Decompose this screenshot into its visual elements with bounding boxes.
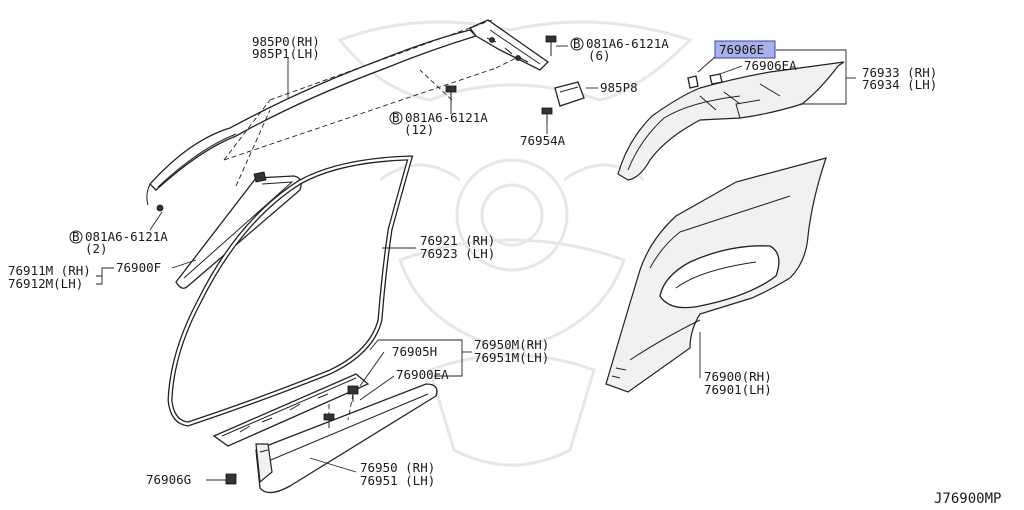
label-76912m: 76912M(LH) [8,276,83,291]
bolt-left-callout: B 081A6-6121A (2) [69,229,168,256]
cover-985p8[interactable] [554,81,585,107]
label-bolt-left-qty: (2) [85,241,108,256]
label-76923: 76923 (LH) [420,246,495,261]
label-76900: 76900(RH) [704,369,772,384]
watermark-emblem [337,20,693,467]
kicking-plate-outer[interactable] [255,383,438,494]
label-76911m: 76911M (RH) [8,263,91,278]
bolt-mid[interactable] [445,85,457,106]
label-985p0: 985P0(RH) [252,34,320,49]
label-76906e: 76906E [719,42,764,57]
label-76954a: 76954A [520,133,566,148]
rear-pillar-finisher[interactable] [617,61,845,181]
label-76921: 76921 (RH) [420,233,495,248]
leader-lines [96,45,856,481]
airbag-bolt [156,204,164,212]
clip-76954a[interactable] [541,107,553,124]
label-76906ea: 76906EA [744,58,797,73]
label-76901: 76901(LH) [704,382,772,397]
door-weatherstrip[interactable] [167,155,414,427]
kicking-plate-inner[interactable] [212,373,370,447]
rear-side-trim[interactable] [605,157,827,393]
diagram-code: J76900MP [934,491,1001,507]
label-985p1: 985P1(LH) [252,46,320,61]
highlight-76906e[interactable]: 76906E [714,40,776,59]
label-76950m: 76950M(RH) [474,337,549,352]
label-76906g: 76906G [146,472,191,487]
label-bolt-left: 081A6-6121A [85,229,168,244]
label-76900ea: 76900EA [396,367,449,382]
label-76905h: 76905H [392,344,437,359]
label-985p8: 985P8 [600,80,638,95]
bolt-badge: B [72,229,80,244]
label-bolt-top: 081A6-6121A [586,36,669,51]
label-bolt-mid-qty: (12) [404,122,434,137]
label-bolt-mid: 081A6-6121A [405,110,488,125]
label-76900f: 76900F [116,260,161,275]
bolt-badge: B [573,36,581,51]
label-76951: 76951 (LH) [360,473,435,488]
label-76934: 76934 (LH) [862,77,937,92]
sill-clip-76905h[interactable] [347,385,359,402]
bolt-mid-callout: B 081A6-6121A (12) [389,110,488,137]
roof-side-airbag[interactable] [146,19,550,212]
bolt-top-callout: B 081A6-6121A (6) [570,36,669,63]
bolt-top[interactable] [545,35,557,56]
label-bolt-top-qty: (6) [588,48,611,63]
label-76950: 76950 (RH) [360,460,435,475]
a-pillar-garnish[interactable] [175,171,302,289]
sill-clip-76900ea[interactable] [323,393,354,428]
bolt-badge: B [392,110,400,125]
clip-76906g[interactable] [225,473,237,485]
label-76933: 76933 (RH) [862,65,937,80]
label-76951m: 76951M(LH) [474,350,549,365]
